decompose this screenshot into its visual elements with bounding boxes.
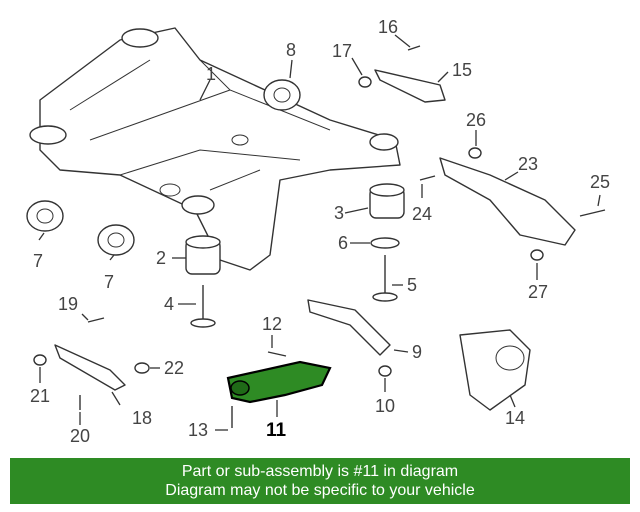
part-18-link[interactable] xyxy=(54,344,126,391)
info-banner: Part or sub-assembly is #11 in diagram D… xyxy=(10,458,630,504)
part-26-nut[interactable] xyxy=(468,147,482,159)
callout-6: 6 xyxy=(338,233,348,253)
callout-labels: 1 2 3 4 5 6 7 7 8 9 10 11 12 13 14 15 16… xyxy=(30,17,610,446)
part-2-bushing[interactable] xyxy=(185,235,221,275)
part-8-bushing[interactable] xyxy=(263,79,301,111)
callout-5: 5 xyxy=(407,275,417,295)
part-9-link[interactable] xyxy=(307,299,391,356)
part-16-bolt[interactable] xyxy=(407,45,421,51)
parts-diagram: 1 2 3 4 5 6 7 7 8 9 10 11 12 13 14 15 16… xyxy=(26,17,610,446)
part-27-nut[interactable] xyxy=(530,249,544,261)
callout-11: 11 xyxy=(266,420,287,441)
callout-15: 15 xyxy=(452,60,472,80)
part-3-bushing[interactable] xyxy=(369,183,405,219)
callout-13: 13 xyxy=(188,420,208,440)
callout-20: 20 xyxy=(70,426,90,446)
callout-18: 18 xyxy=(132,408,152,428)
part-11-control-arm[interactable] xyxy=(226,360,332,404)
callout-12: 12 xyxy=(262,314,282,334)
callout-3: 3 xyxy=(334,203,344,223)
callout-26: 26 xyxy=(466,110,486,130)
callout-17: 17 xyxy=(332,41,352,61)
part-5-bolt[interactable] xyxy=(372,255,398,302)
callout-7-right: 7 xyxy=(104,272,114,292)
part-21-nut[interactable] xyxy=(33,354,47,366)
callout-25: 25 xyxy=(590,172,610,192)
part-1-crossmember[interactable] xyxy=(29,27,401,271)
part-23-control-arm[interactable] xyxy=(439,157,576,246)
callout-19: 19 xyxy=(58,294,78,314)
callout-10: 10 xyxy=(375,396,395,416)
callout-8: 8 xyxy=(286,40,296,60)
callout-7-left: 7 xyxy=(33,251,43,271)
part-7-bushing-left[interactable] xyxy=(26,200,64,232)
callout-4: 4 xyxy=(164,294,174,314)
banner-line-2: Diagram may not be specific to your vehi… xyxy=(165,482,475,499)
part-12-bolt[interactable] xyxy=(267,351,287,357)
callout-2: 2 xyxy=(156,248,166,268)
callout-27: 27 xyxy=(528,282,548,302)
part-22-bushing[interactable] xyxy=(134,362,150,374)
callout-9: 9 xyxy=(412,342,422,362)
part-4-bolt[interactable] xyxy=(190,285,216,328)
part-19-bolt[interactable] xyxy=(87,317,105,323)
callout-22: 22 xyxy=(164,358,184,378)
part-14-knuckle[interactable] xyxy=(459,329,531,411)
part-24-bolt[interactable] xyxy=(419,175,436,181)
part-6-washer[interactable] xyxy=(370,237,400,249)
part-7-bushing-right[interactable] xyxy=(97,224,135,256)
callout-21: 21 xyxy=(30,386,50,406)
banner-line-1: Part or sub-assembly is #11 in diagram xyxy=(181,463,459,480)
callout-14: 14 xyxy=(505,408,525,428)
part-17-nut[interactable] xyxy=(358,76,372,88)
part-10-nut[interactable] xyxy=(378,365,392,377)
callout-leaders xyxy=(38,34,601,431)
callout-23: 23 xyxy=(518,154,538,174)
callout-1: 1 xyxy=(206,64,216,84)
part-25-bolt[interactable] xyxy=(579,209,606,217)
callout-24: 24 xyxy=(412,204,432,224)
callout-16: 16 xyxy=(378,17,398,37)
part-15-upper-arm[interactable] xyxy=(374,69,446,103)
